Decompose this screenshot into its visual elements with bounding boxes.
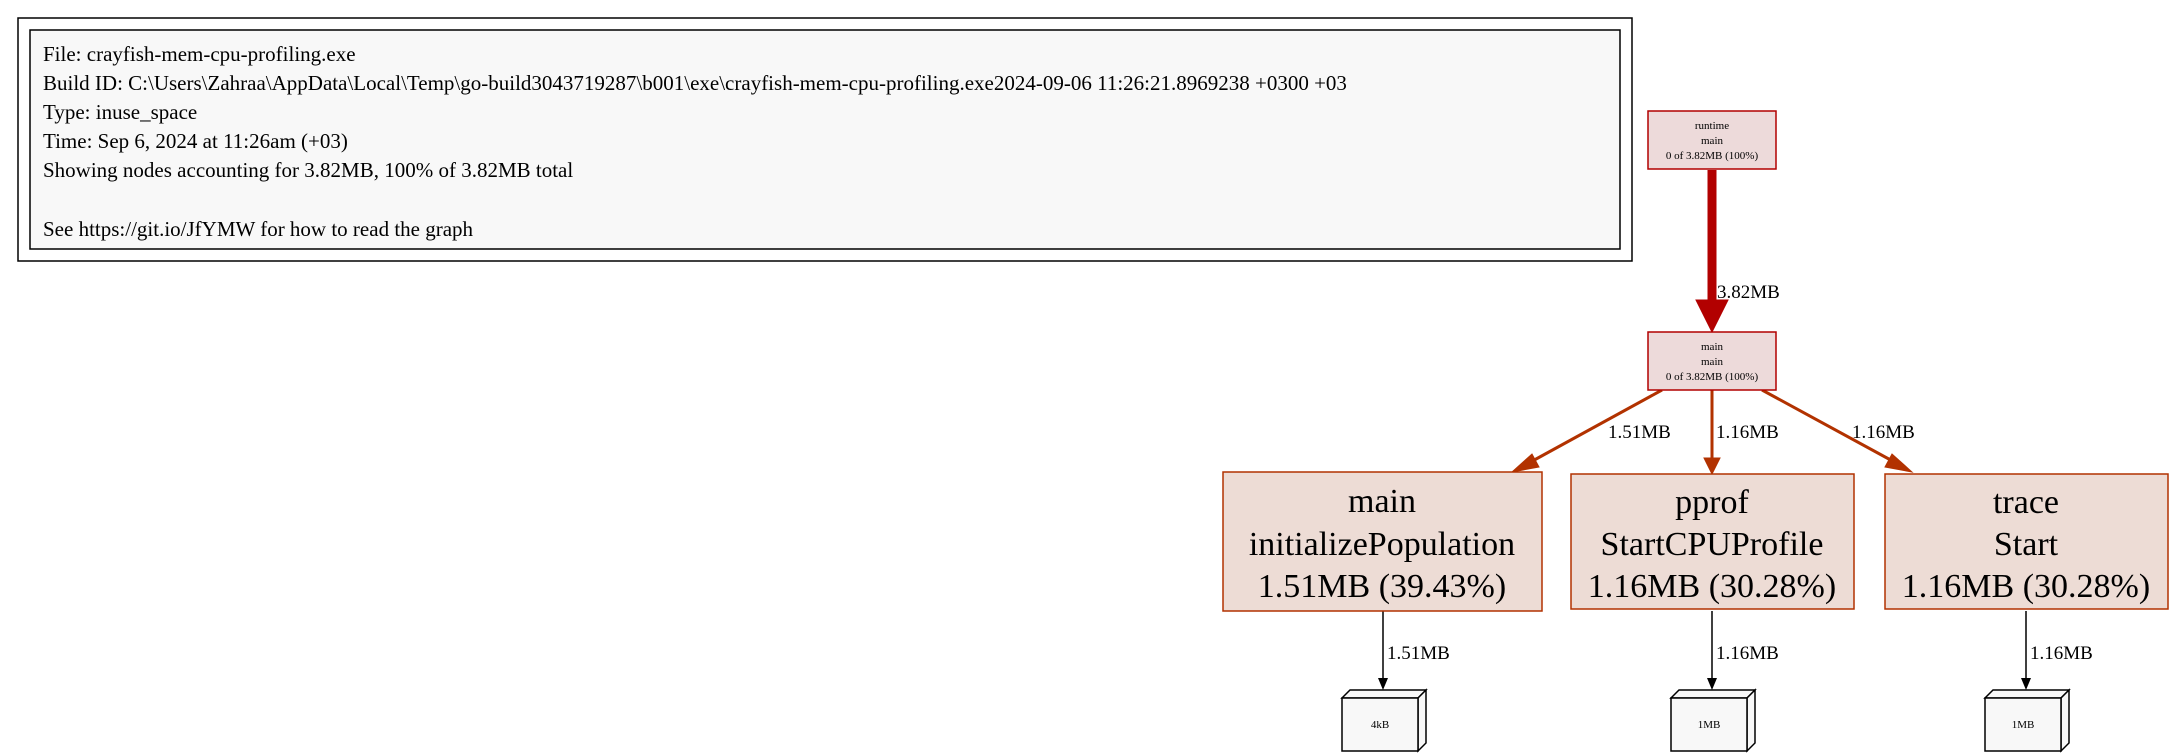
node-main-main-line1: main [1701, 341, 1723, 353]
edge-label-main-to-trace: 1.16MB [1852, 422, 1915, 443]
edge-pprof-to-leaf-arrow [1707, 678, 1717, 690]
edge-main-to-pprof-arrow [1703, 457, 1721, 476]
edge-main-to-trace-arrow [1884, 453, 1914, 473]
legend-file: File: crayfish-mem-cpu-profiling.exe [43, 42, 356, 66]
node-trace-line1: trace [1993, 484, 2059, 521]
edge-main-to-trace [1761, 388, 1899, 466]
leaf-init-top [1340, 689, 1428, 699]
leaf-pprof-top [1669, 689, 1757, 699]
node-initialize-population-box[interactable] [1222, 471, 1543, 612]
edge-main-to-init-arrow [1510, 453, 1540, 473]
node-main-main-line3: 0 of 3.82MB (100%) [1666, 371, 1759, 383]
leaf-pprof-side [1746, 688, 1756, 753]
edge-label-trace-to-leaf: 1.16MB [2030, 643, 2093, 664]
node-main-main-line2: main [1701, 356, 1723, 368]
node-initialize-population[interactable]: main initializePopulation 1.51MB (39.43%… [1222, 471, 1543, 612]
edge-label-pprof-to-leaf: 1.16MB [1716, 643, 1779, 664]
node-initialize-population-line2: initializePopulation [1249, 526, 1515, 563]
node-runtime-main-line3: 0 of 3.82MB (100%) [1666, 150, 1759, 162]
edge-trace-to-leaf-arrow [2021, 678, 2031, 690]
edge-label-init-to-leaf: 1.51MB [1387, 643, 1450, 664]
leaf-trace[interactable]: 1MB [1983, 688, 2071, 753]
legend-help: See https://git.io/JfYMW for how to read… [43, 217, 474, 241]
edge-main-to-init [1526, 388, 1663, 466]
edge-runtime-to-main-arrow [1695, 299, 1729, 334]
leaf-trace-label: 1MB [2012, 719, 2035, 731]
node-trace-start[interactable]: trace Start 1.16MB (30.28%) [1884, 473, 2169, 610]
leaf-init-side [1417, 688, 1427, 753]
node-runtime-main-box[interactable] [1647, 110, 1777, 170]
leaf-init-face[interactable] [1341, 697, 1419, 752]
legend-type: Type: inuse_space [43, 100, 197, 124]
edge-label-main-to-init: 1.51MB [1608, 422, 1671, 443]
leaf-init[interactable]: 4kB [1340, 688, 1428, 753]
node-initialize-population-line1: main [1348, 483, 1416, 520]
node-pprof-line1: pprof [1675, 484, 1749, 521]
legend-time: Time: Sep 6, 2024 at 11:26am (+03) [43, 129, 348, 153]
leaf-trace-face[interactable] [1984, 697, 2062, 752]
node-pprof-line2: StartCPUProfile [1601, 526, 1824, 563]
node-runtime-main-line1: runtime [1695, 120, 1729, 132]
node-trace-line3: 1.16MB (30.28%) [1902, 568, 2150, 605]
node-main-main-box[interactable] [1647, 331, 1777, 391]
node-main-main[interactable]: main main 0 of 3.82MB (100%) [1647, 331, 1777, 391]
node-runtime-main-line2: main [1701, 135, 1723, 147]
edge-label-main-to-pprof: 1.16MB [1716, 422, 1779, 443]
node-pprof-line3: 1.16MB (30.28%) [1588, 568, 1836, 605]
node-trace-start-box[interactable] [1884, 473, 2169, 610]
edge-init-to-leaf-arrow [1378, 678, 1388, 690]
leaf-pprof[interactable]: 1MB [1669, 688, 1757, 753]
node-initialize-population-line3: 1.51MB (39.43%) [1258, 568, 1506, 605]
edges: 3.82MB 1.51MB 1.16MB 1.16MB 1.51MB 1.16M… [1378, 170, 2093, 690]
leaf-trace-top [1983, 689, 2071, 699]
leaf-pprof-label: 1MB [1698, 719, 1721, 731]
node-trace-line2: Start [1994, 526, 2059, 563]
legend-inner-box [29, 29, 1621, 250]
legend-showing: Showing nodes accounting for 3.82MB, 100… [43, 158, 573, 182]
leaf-trace-side [2060, 688, 2070, 753]
edge-label-runtime-to-main: 3.82MB [1717, 282, 1780, 303]
leaf-init-label: 4kB [1371, 719, 1389, 731]
node-pprof-startcpuprofile[interactable]: pprof StartCPUProfile 1.16MB (30.28%) [1570, 473, 1855, 610]
node-runtime-main[interactable]: runtime main 0 of 3.82MB (100%) [1647, 110, 1777, 170]
leaf-pprof-face[interactable] [1670, 697, 1748, 752]
legend-build-id: Build ID: C:\Users\Zahraa\AppData\Local\… [43, 71, 1347, 95]
node-pprof-startcpuprofile-box[interactable] [1570, 473, 1855, 610]
legend: File: crayfish-mem-cpu-profiling.exe Bui… [17, 17, 1633, 262]
